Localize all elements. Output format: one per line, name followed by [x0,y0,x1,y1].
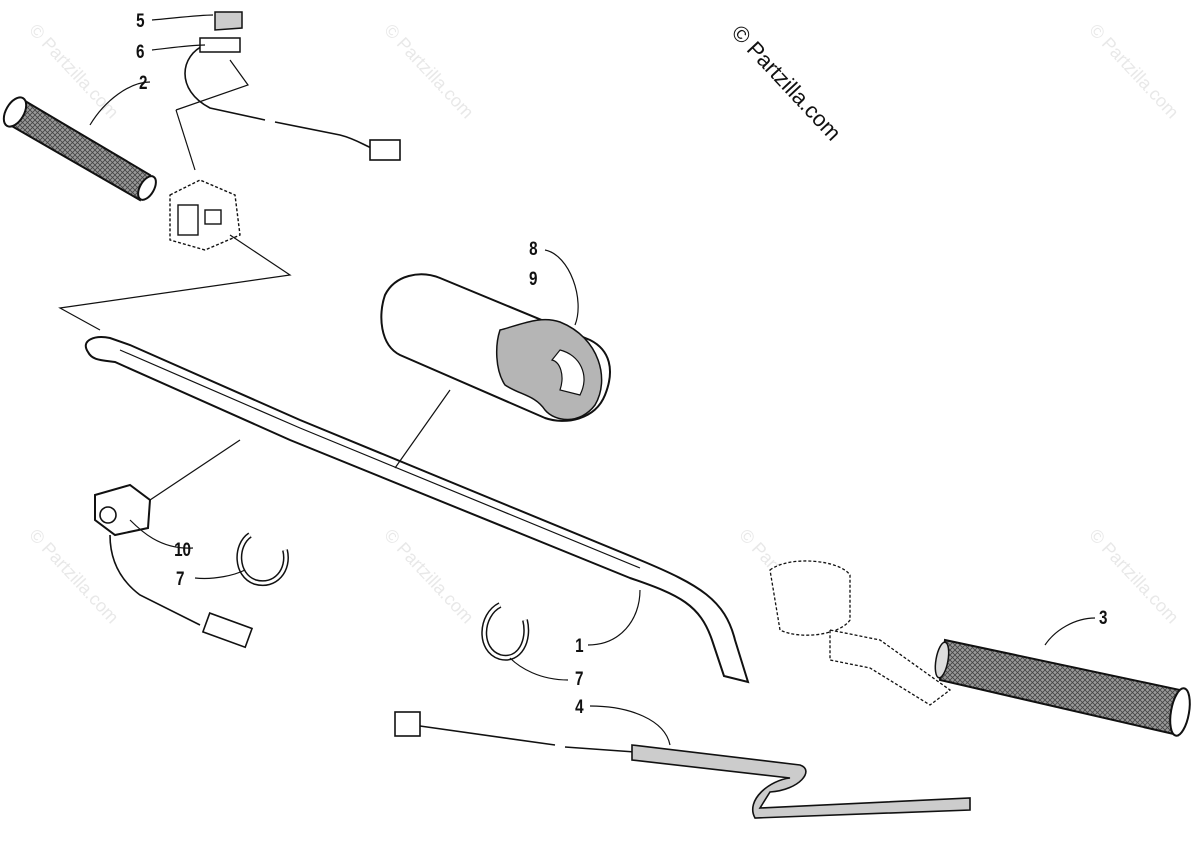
clamp-lower [481,602,530,661]
callout-9: 9 [529,267,537,289]
switch-housing [169,179,241,251]
right-grip [934,638,1191,737]
wire-harness [175,37,401,171]
callout-8: 8 [529,237,538,259]
callout-1: 1 [575,634,584,656]
callout-5: 5 [136,9,145,31]
pad [214,11,243,31]
handlebar [84,336,750,684]
callout-7: 7 [176,567,184,589]
callout-4: 4 [575,695,584,717]
callout-3: 3 [1099,606,1107,628]
left-grip [2,96,157,202]
callout-6: 6 [136,40,144,62]
heater-switch [94,483,254,649]
heater-element [394,711,971,819]
callout-10: 10 [174,538,191,560]
brake-master-cylinder [769,560,952,706]
clamp-upper [236,532,289,587]
callout-2: 2 [139,71,147,93]
callout-7: 7 [575,667,583,689]
handlebar-pad [380,273,611,422]
